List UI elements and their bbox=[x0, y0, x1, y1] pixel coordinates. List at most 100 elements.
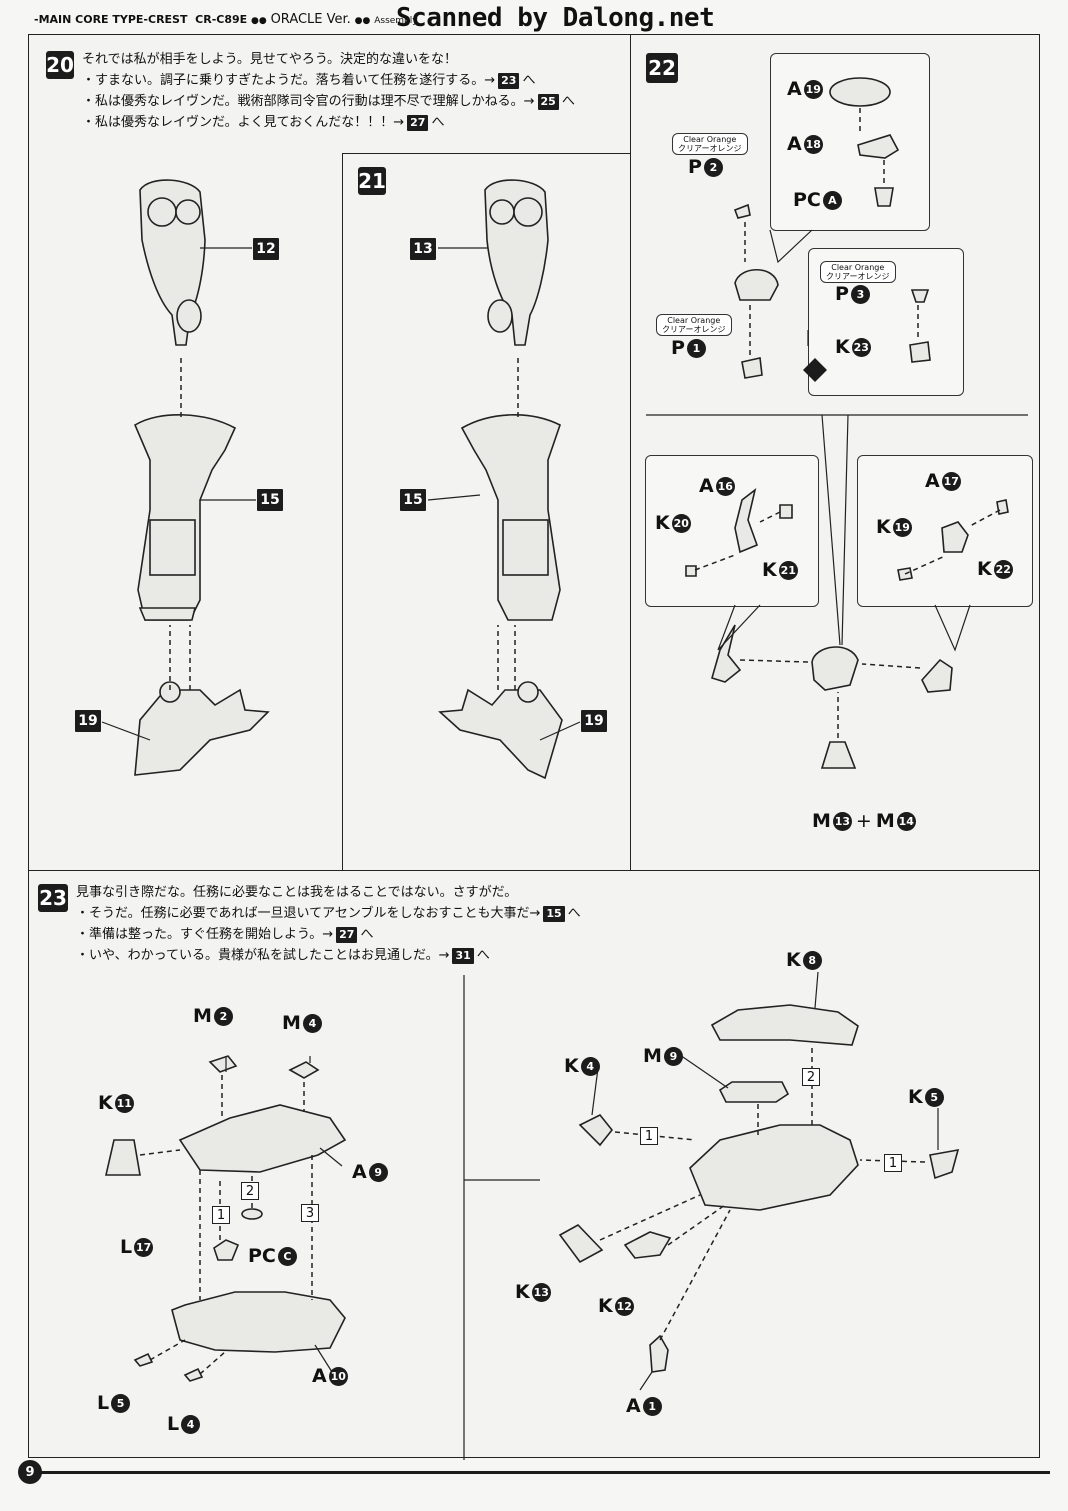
chip-part-drawing bbox=[941, 521, 969, 553]
step-ref-badge: 15 bbox=[543, 906, 565, 922]
chip-part-drawing bbox=[921, 658, 953, 693]
step-ref-badge: 23 bbox=[498, 73, 520, 89]
chip-part-drawing bbox=[909, 341, 931, 363]
upper-leg-part-drawing bbox=[484, 179, 549, 346]
step-23-instructions: 見事な引き際だな。任務に必要なことは我をはることではない。さすがだ。 ・そうだ。… bbox=[76, 882, 581, 966]
chip-part-drawing bbox=[649, 1334, 669, 1373]
dot-icon: ●● bbox=[251, 16, 267, 26]
step-ref-badge: 27 bbox=[407, 115, 429, 131]
cover-part-drawing bbox=[710, 1004, 859, 1046]
vent-part-drawing bbox=[104, 1139, 141, 1176]
step-23-line: 見事な引き際だな。任務に必要なことは我をはることではない。さすがだ。 bbox=[76, 885, 518, 900]
chip-part-drawing bbox=[929, 1148, 960, 1180]
foot-part-drawing bbox=[134, 681, 270, 776]
header-section: Assembly bbox=[374, 16, 418, 26]
cap-part-drawing bbox=[241, 1208, 263, 1220]
chip-part-drawing bbox=[779, 504, 793, 519]
step-23-number: 23 bbox=[38, 884, 68, 912]
head-part-drawing bbox=[857, 134, 900, 159]
part-number-tag: 15 bbox=[400, 489, 426, 511]
step-21-panel bbox=[342, 153, 632, 872]
page-number: 9 bbox=[18, 1460, 42, 1484]
part-number-tag: 12 bbox=[253, 238, 279, 260]
header-edition: ORACLE Ver. bbox=[270, 12, 351, 27]
step-20-number: 20 bbox=[46, 51, 74, 79]
body-lower-part-drawing bbox=[171, 1291, 346, 1353]
head-part-drawing bbox=[811, 646, 859, 691]
chip-part-drawing bbox=[741, 357, 763, 379]
chip-part-drawing bbox=[733, 203, 751, 219]
dot-icon: ●● bbox=[354, 16, 371, 26]
head-part-drawing bbox=[734, 269, 779, 301]
order-number-box: 1 bbox=[884, 1154, 902, 1172]
chip-part-drawing bbox=[288, 1061, 320, 1079]
order-number-box: 2 bbox=[241, 1182, 259, 1200]
arrow-icon bbox=[803, 358, 827, 382]
chip-part-drawing bbox=[910, 289, 930, 303]
part-number-tag: 19 bbox=[581, 710, 607, 732]
chip-part-drawing bbox=[208, 1055, 238, 1073]
chip-part-drawing bbox=[996, 499, 1009, 515]
order-number-box: 2 bbox=[802, 1068, 820, 1086]
order-number-box: 1 bbox=[212, 1206, 230, 1224]
step-21-number: 21 bbox=[358, 167, 386, 195]
step-ref-badge: 25 bbox=[537, 94, 559, 110]
chip-part-drawing bbox=[623, 1231, 672, 1259]
scanned-by-watermark: Scanned by Dalong.net bbox=[396, 3, 715, 33]
upper-leg-part-drawing bbox=[139, 179, 206, 346]
order-number-box: 3 bbox=[301, 1204, 319, 1222]
chip-part-drawing bbox=[578, 1113, 614, 1147]
step-20-line: それでは私が相手をしよう。見せてやろう。決定的な違いをな！ bbox=[82, 52, 458, 67]
header-model-code: -MAIN CORE TYPE-CREST bbox=[34, 13, 188, 26]
part-number-tag: 15 bbox=[257, 489, 283, 511]
chip-part-drawing bbox=[213, 1239, 240, 1261]
chip-part-drawing bbox=[183, 1367, 204, 1382]
body-part-drawing bbox=[689, 1124, 859, 1211]
plate-part-drawing bbox=[718, 1081, 790, 1103]
step-ref-badge: 27 bbox=[336, 927, 358, 943]
step-22-number: 22 bbox=[646, 53, 678, 83]
body-upper-part-drawing bbox=[178, 1104, 347, 1173]
head-part-drawing bbox=[829, 77, 891, 107]
step-ref-badge: 31 bbox=[452, 948, 474, 964]
part-number-tag: 19 bbox=[75, 710, 101, 732]
order-number-box: 1 bbox=[640, 1127, 658, 1145]
